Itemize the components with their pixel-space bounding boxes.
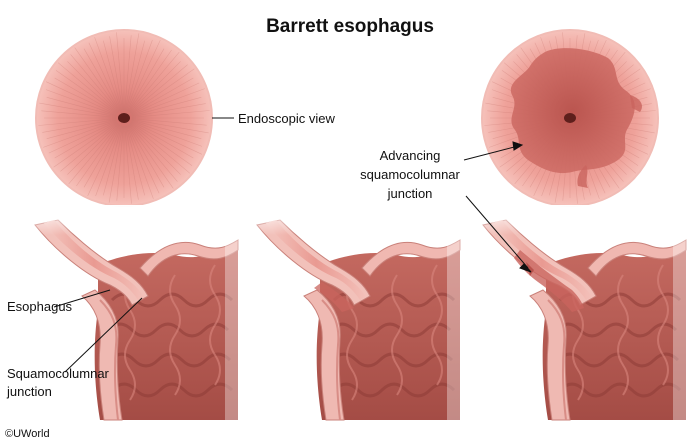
- mucosal-fold-line: [128, 123, 178, 182]
- mucosal-fold-line: [43, 120, 117, 148]
- mucosal-fold-line: [116, 125, 124, 201]
- mucosal-fold-line: [125, 125, 139, 200]
- mucosal-fold-line: [128, 49, 172, 112]
- mucosal-fold-line: [38, 118, 117, 126]
- mucosal-fold-line: [42, 119, 117, 133]
- endoscopic-view-label: Endoscopic view: [238, 111, 335, 126]
- cross-section-barrett: [466, 203, 700, 427]
- mucosal-fold-line: [83, 48, 121, 112]
- mucosal-fold-line: [127, 124, 165, 188]
- mucosal-fold-line: [54, 77, 118, 115]
- mucosal-fold-line: [76, 124, 120, 187]
- mucosal-fold-line: [55, 70, 118, 114]
- mucosal-fold-line: [129, 122, 191, 174]
- mucosal-fold-line: [39, 102, 117, 117]
- mucosal-fold-line: [57, 62, 119, 114]
- mucosal-fold-line: [109, 36, 123, 111]
- mucosal-fold-line: [131, 119, 209, 134]
- mucosal-fold-line: [129, 123, 181, 175]
- mucosal-fold-line: [45, 89, 117, 116]
- mucosal-fold-line: [126, 39, 153, 111]
- mucosal-fold-line: [131, 119, 202, 139]
- mucosal-fold-line: [103, 125, 123, 196]
- mucosal-fold-line: [127, 125, 160, 194]
- squamocolumnar-junction-label-line2: junction: [6, 384, 52, 399]
- mucosal-fold-line: [131, 82, 200, 115]
- mucosal-fold-line: [94, 37, 122, 111]
- mucosal-fold-line: [46, 97, 117, 117]
- advancing-junction-arrows: [463, 141, 532, 273]
- mucosal-fold-line: [60, 122, 119, 172]
- mucosal-fold-line: [116, 32, 124, 111]
- mucosal-fold-line: [131, 120, 203, 147]
- advancing-junction-label-line3: junction: [387, 186, 433, 201]
- mucosal-fold-line: [130, 68, 195, 114]
- mucosal-fold-line: [83, 124, 121, 188]
- cross-section-intermediate: [240, 203, 474, 427]
- mucosal-fold-line: [128, 124, 174, 189]
- mucosal-fold-line: [68, 123, 120, 185]
- mucosal-fold-line: [131, 110, 210, 118]
- mucosal-fold-line: [129, 61, 181, 113]
- mucosal-fold-line: [130, 121, 194, 159]
- mucosal-fold-line: [67, 123, 119, 175]
- mucosal-fold-line: [95, 125, 122, 197]
- leader-lines: [53, 117, 234, 373]
- mucosal-fold-line: [87, 125, 121, 197]
- advancing-junction-label-line2: squamocolumnar: [360, 167, 460, 182]
- mucosal-fold-line: [129, 64, 188, 114]
- cross-section-normal: [18, 203, 252, 427]
- mucosal-fold-line: [126, 125, 154, 199]
- mucosal-fold-line: [127, 39, 161, 111]
- mucosal-fold-line: [46, 119, 117, 139]
- mucosal-fold-line: [103, 40, 123, 111]
- diagram-title: Barrett esophagus: [266, 16, 434, 37]
- mucosal-fold-line: [108, 125, 123, 203]
- mucosal-fold-line: [41, 110, 117, 118]
- mucosal-fold-line: [88, 42, 121, 111]
- mucosal-fold-line: [48, 121, 117, 154]
- mucosal-fold-line: [70, 54, 120, 113]
- mucosal-fold-line: [128, 51, 180, 113]
- mucosal-fold-line: [131, 121, 203, 155]
- mucosal-fold-line: [131, 88, 205, 116]
- advancing-junction-label-line1: Advancing: [380, 148, 441, 163]
- esophagus-label: Esophagus: [7, 299, 73, 314]
- mucosal-fold-line: [74, 47, 120, 112]
- mucosal-fold-line: [67, 61, 119, 113]
- mucosal-fold-line: [54, 121, 118, 159]
- mucosal-fold-line: [127, 48, 165, 112]
- mucosal-fold-line: [124, 125, 132, 204]
- mucosal-fold-line: [131, 103, 206, 117]
- mucosal-fold-line: [53, 122, 118, 168]
- mucosal-fold-line: [130, 122, 193, 166]
- mucosal-fold-line: [125, 125, 145, 196]
- mucosal-fold-line: [131, 97, 202, 117]
- mucosal-fold-line: [124, 35, 132, 111]
- mucosal-fold-line: [125, 40, 145, 111]
- squamocolumnar-junction-label-line1: Squamocolumnar: [7, 366, 110, 381]
- mucosal-fold-line: [131, 118, 207, 126]
- mucosal-fold-line: [45, 81, 117, 115]
- mucosal-fold-line: [130, 77, 194, 115]
- endoscopic-view-barrett: [481, 29, 659, 207]
- mucosal-fold-line: [125, 33, 140, 111]
- endoscopic-view-normal: [35, 29, 213, 207]
- copyright-credit: ©UWorld: [5, 428, 50, 440]
